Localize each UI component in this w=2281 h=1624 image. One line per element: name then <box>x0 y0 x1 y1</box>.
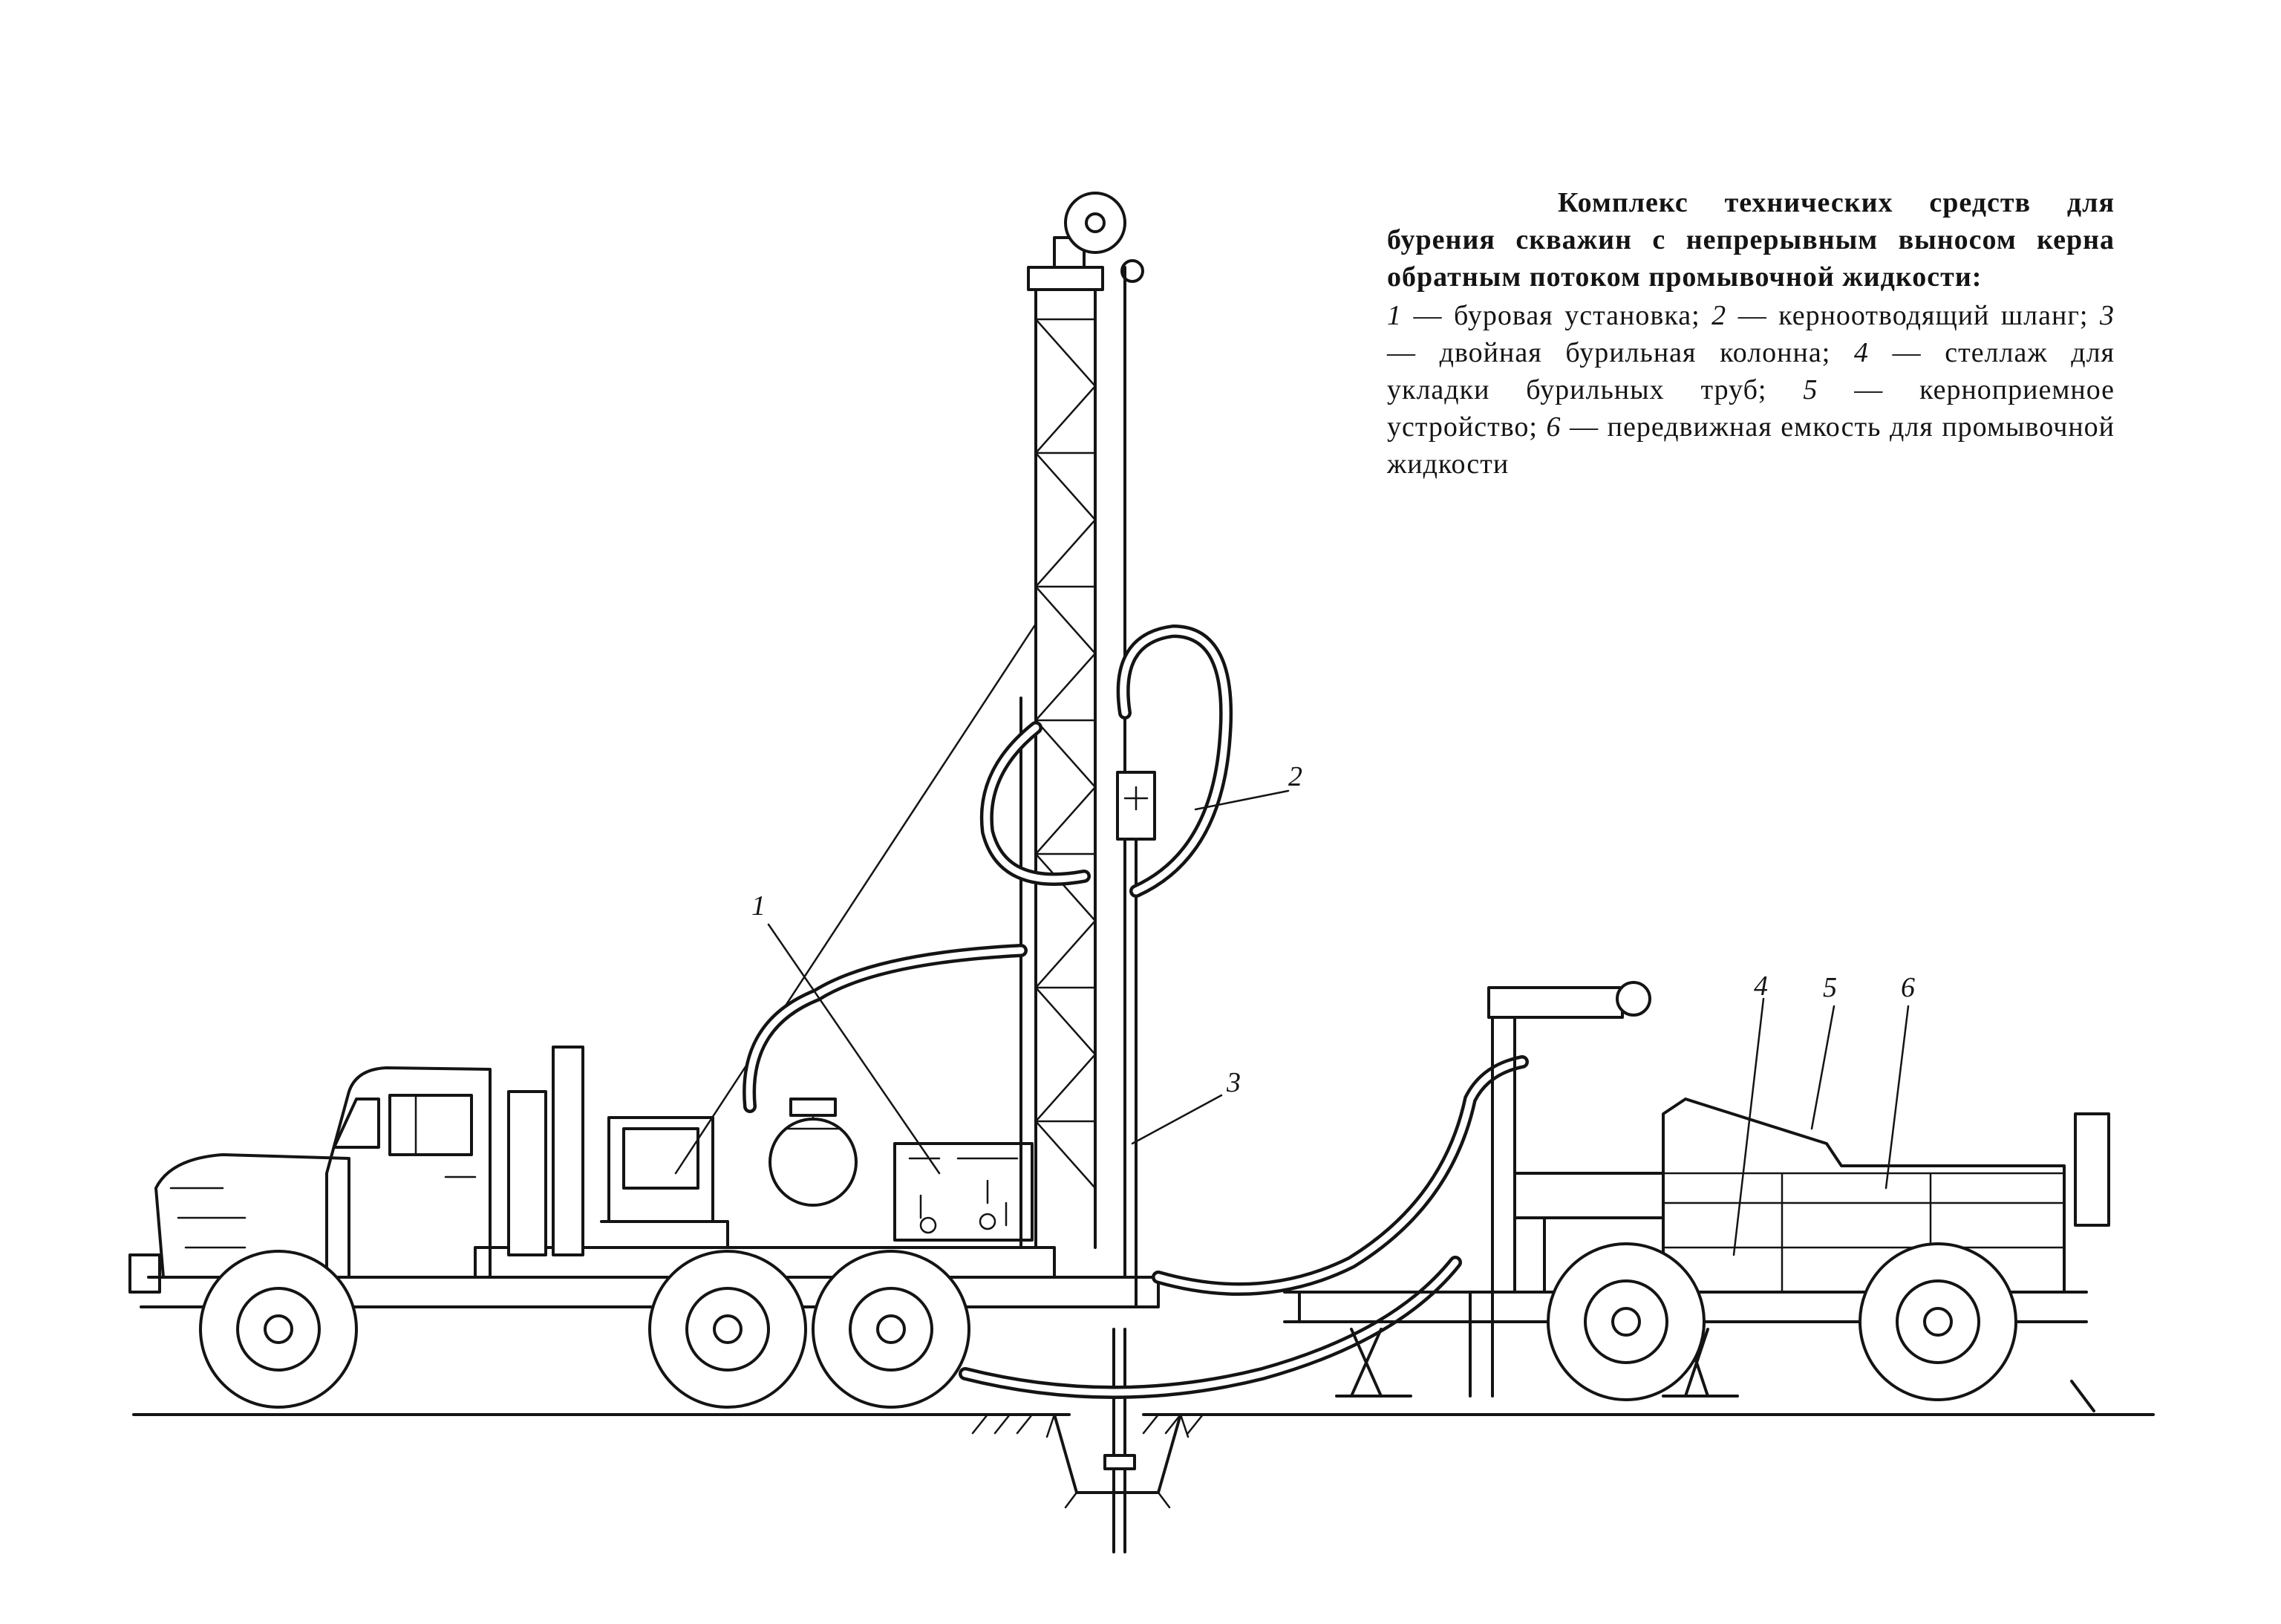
truck-wheels <box>199 1250 970 1409</box>
leader-lines <box>767 789 1910 1256</box>
legend-item: 4 — стеллаж для укладки бурильных труб; <box>1387 337 2115 405</box>
drilling-truck <box>128 1046 1160 1409</box>
legend-item: 6 — передвижная емкость для промывочной … <box>1387 411 2115 480</box>
legend-item: 2 — керноотводящий шланг; <box>1711 300 2089 331</box>
drilling-mast <box>674 192 1156 1308</box>
ground <box>132 1413 2155 1435</box>
caption-title: Комплекс технических средств для бурения… <box>1387 187 2115 293</box>
callout-5: 5 <box>1823 972 1837 1003</box>
legend-item: 3 — двойная бурильная колонна; <box>1387 300 2115 368</box>
callout-1: 1 <box>751 890 766 922</box>
callout-3: 3 <box>1226 1067 1241 1098</box>
callout-2: 2 <box>1288 761 1302 792</box>
pipe-rack-trailer <box>1283 981 2110 1412</box>
borehole <box>1045 1328 1190 1553</box>
callout-4: 4 <box>1754 971 1768 1002</box>
legend-item: 5 — керноприемное устройство; <box>1387 374 2115 443</box>
callout-6: 6 <box>1901 972 1915 1003</box>
legend-item: 1 — буровая установка; <box>1387 300 1700 331</box>
figure-caption: Комплекс технических средств для бурения… <box>1387 184 2115 483</box>
caption-legend: 1 — буровая установка; 2 — керноотводящи… <box>1387 297 2115 483</box>
